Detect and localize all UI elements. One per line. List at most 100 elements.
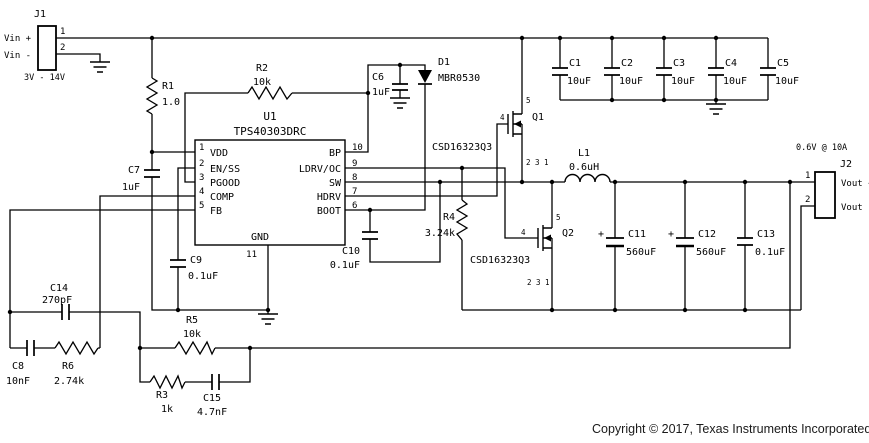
- capacitor-plates: [26, 67, 776, 390]
- mosfet-q1-arrow: [514, 120, 521, 128]
- u1-ic: U1 TPS40303DRC 1 VDD 2 EN/SS 3 PGOOD 4 C…: [199, 110, 363, 260]
- j1-pin1-number: 1: [60, 27, 65, 37]
- c6-ref-label: C6: [372, 72, 384, 83]
- c2-ref-label: C2: [621, 58, 633, 69]
- u1-pin-num-3: 3: [199, 173, 204, 183]
- resistor-r4-symbol: [455, 199, 469, 241]
- j2-connector: J2 1 2 Vout + Vout - 0.6V @ 10A: [796, 143, 869, 213]
- u1-pin-name-ldrvoc: LDRV/OC: [299, 164, 341, 175]
- ground-icon-input-caps: [706, 103, 726, 115]
- r6-ref-label: R6: [62, 361, 74, 372]
- u1-pin-name-vdd: VDD: [210, 148, 228, 159]
- u1-pin-name-bp: BP: [329, 148, 341, 159]
- c1-value-label: 10uF: [567, 76, 591, 87]
- u1-pin-name-enss: EN/SS: [210, 164, 240, 175]
- c2-value-label: 10uF: [619, 76, 643, 87]
- q2-gate-pin-label: 4: [521, 228, 526, 237]
- j2-ref-label: J2: [840, 159, 852, 170]
- c10-value-label: 0.1uF: [330, 260, 360, 271]
- r1-ref-label: R1: [162, 81, 174, 92]
- c4-ref-label: C4: [725, 58, 737, 69]
- inductor-l1-symbol: [564, 173, 611, 183]
- c12-polarity-label: +: [668, 229, 674, 240]
- c15-ref-label: C15: [203, 393, 221, 404]
- wire-net: [9, 37, 815, 383]
- u1-pin-name-pgood: PGOOD: [210, 178, 240, 189]
- vout-plus-label: Vout +: [841, 179, 869, 189]
- c8-value-label: 10nF: [6, 376, 30, 387]
- ground-icon-c6: [390, 97, 410, 109]
- c9-ref-label: C9: [190, 255, 202, 266]
- j1-pin2-number: 2: [60, 43, 65, 53]
- j1-connector: J1 1 2 Vin + Vin - 3V - 14V: [4, 9, 65, 83]
- wires: [9, 37, 815, 383]
- resistor-r1-symbol: [145, 77, 159, 115]
- l1-value-label: 0.6uH: [569, 162, 599, 173]
- c15-value-label: 4.7nF: [197, 407, 227, 418]
- c13-ref-label: C13: [757, 229, 775, 240]
- u1-part-label: TPS40303DRC: [234, 125, 307, 138]
- mosfet-q1-symbol: [507, 111, 522, 137]
- r6-value-label: 2.74k: [54, 376, 84, 387]
- resistor-r5-symbol: [174, 340, 216, 356]
- u1-pin-num-4: 4: [199, 187, 204, 197]
- u1-pin-num-9: 9: [352, 159, 357, 169]
- q1-value-label: CSD16323Q3: [432, 142, 492, 153]
- resistor-r2-symbol: [247, 85, 293, 101]
- r3-ref-label: R3: [156, 390, 168, 401]
- u1-pin-num-8: 8: [352, 173, 357, 183]
- c7-ref-label: C7: [128, 165, 140, 176]
- vin-minus-label: Vin -: [4, 51, 31, 61]
- c12-value-label: 560uF: [696, 247, 726, 258]
- ground-icon-j1: [90, 61, 110, 73]
- c11-ref-label: C11: [628, 229, 646, 240]
- r3-value-label: 1k: [161, 404, 173, 415]
- resistor-symbols: [54, 77, 469, 390]
- r1-value-label: 1.0: [162, 97, 180, 108]
- c11-polarity-label: +: [598, 229, 604, 240]
- ground-icon-u1: [258, 313, 278, 325]
- j2-pin2-number: 2: [805, 195, 810, 205]
- r2-ref-label: R2: [256, 63, 268, 74]
- u1-pin-name-fb: FB: [210, 206, 222, 217]
- r4-ref-label: R4: [443, 212, 455, 223]
- q2-source-pins-label: 2 3 1: [527, 278, 550, 287]
- l1-ref-label: L1: [578, 148, 590, 159]
- q1-drain-pin-label: 5: [526, 96, 531, 105]
- c9-value-label: 0.1uF: [188, 271, 218, 282]
- resistor-r6-symbol: [54, 340, 99, 356]
- diode-d1-symbol: [418, 70, 432, 85]
- j2-pin1-number: 1: [805, 171, 810, 181]
- u1-pin-name-sw: SW: [329, 178, 342, 189]
- u1-pin-name-comp: COMP: [210, 192, 234, 203]
- mosfet-q2-lines: [537, 225, 552, 251]
- c7-value-label: 1uF: [122, 182, 140, 193]
- mosfet-q2-arrow: [544, 234, 551, 242]
- j1-connector-box: [37, 25, 57, 71]
- copyright-notice: Copyright © 2017, Texas Instruments Inco…: [592, 422, 869, 436]
- j2-connector-box: [814, 171, 836, 219]
- u1-pin-num-2: 2: [199, 159, 204, 169]
- resistor-r3-symbol: [149, 374, 186, 390]
- c3-value-label: 10uF: [671, 76, 695, 87]
- u1-body: [194, 139, 346, 246]
- ground-icons: [90, 61, 726, 325]
- u1-pin-name-boot: BOOT: [317, 206, 341, 217]
- c1-ref-label: C1: [569, 58, 581, 69]
- c5-value-label: 10uF: [775, 76, 799, 87]
- mosfet-q2-symbol: [537, 225, 552, 251]
- j1-ref-label: J1: [34, 9, 46, 20]
- d1-value-label: MBR0530: [438, 73, 480, 84]
- diode-triangle: [418, 70, 432, 83]
- q1-source-pins-label: 2 3 1: [526, 158, 549, 167]
- c3-ref-label: C3: [673, 58, 685, 69]
- vout-minus-label: Vout -: [841, 203, 869, 213]
- q2-value-label: CSD16323Q3: [470, 255, 530, 266]
- u1-pin-num-10: 10: [352, 143, 363, 153]
- u1-pin-num-1: 1: [199, 143, 204, 153]
- junction-dots: [7, 35, 793, 351]
- u1-pin-name-gnd: GND: [251, 232, 269, 243]
- c10-ref-label: C10: [342, 246, 360, 257]
